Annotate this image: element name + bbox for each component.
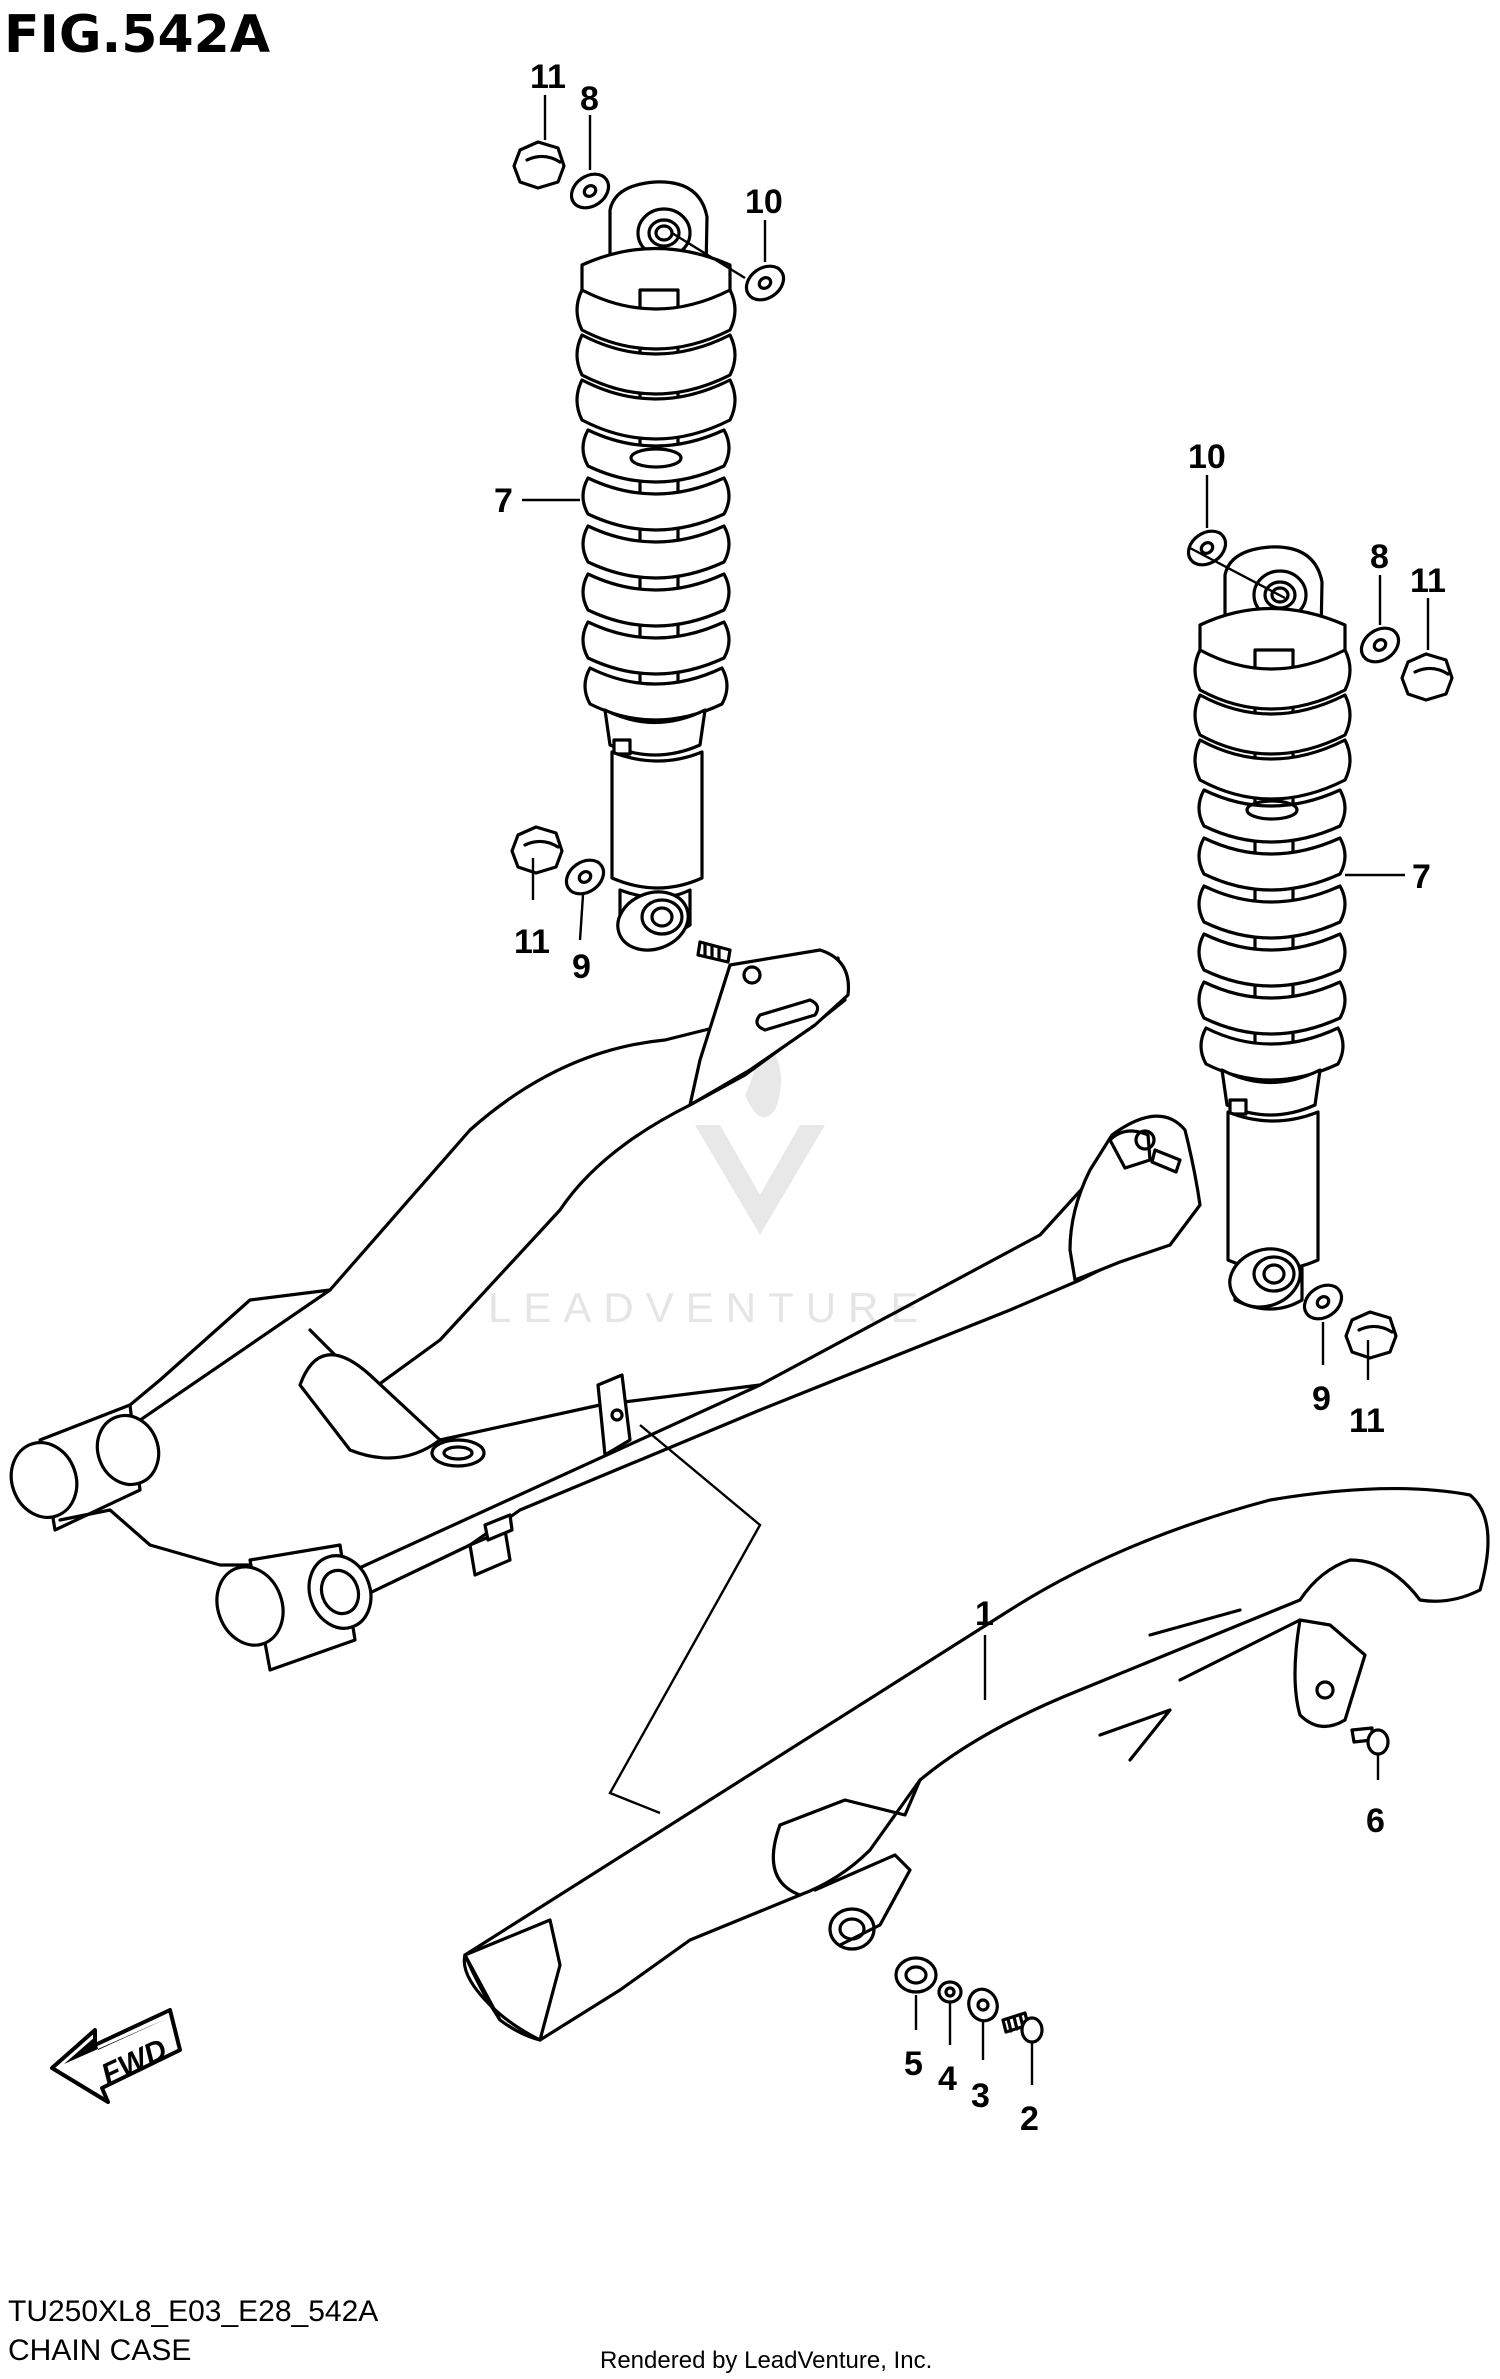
collar-5 bbox=[894, 1956, 938, 1994]
callout-11-top-left: 11 bbox=[530, 58, 566, 96]
watermark-text: LEADVENTURE bbox=[488, 1284, 930, 1331]
callout-5: 5 bbox=[904, 2045, 923, 2083]
callout-11-bottom-left: 11 bbox=[514, 923, 550, 961]
figure-name: CHAIN CASE bbox=[8, 2334, 191, 2367]
callout-8-right: 8 bbox=[1370, 538, 1389, 576]
washer-8-right bbox=[1359, 626, 1401, 664]
shock-absorber-right bbox=[1186, 529, 1454, 1360]
nut-11-top-left bbox=[512, 140, 566, 190]
washer-8-top-left bbox=[569, 172, 611, 210]
coil-spring-right bbox=[1193, 648, 1352, 1082]
figure-title: FIG.542A bbox=[4, 5, 270, 65]
shock-absorber-left bbox=[510, 140, 786, 952]
callout-8-left: 8 bbox=[580, 80, 599, 118]
callout-7-left: 7 bbox=[494, 482, 513, 520]
nut-11-bottom-left bbox=[510, 825, 564, 875]
washer-10-top-left bbox=[744, 264, 786, 302]
washer-3 bbox=[967, 1987, 999, 2023]
callout-11-top-right: 11 bbox=[1410, 562, 1446, 600]
callout-10-right: 10 bbox=[1188, 438, 1226, 476]
figure-code: TU250XL8_E03_E28_542A bbox=[8, 2295, 378, 2328]
callout-6: 6 bbox=[1366, 1802, 1385, 1840]
bolt-6 bbox=[1350, 1726, 1390, 1756]
swingarm bbox=[9, 940, 1202, 1672]
chain-case bbox=[462, 1487, 1490, 2042]
callout-4: 4 bbox=[938, 2060, 957, 2098]
washer-9-right bbox=[1302, 1283, 1344, 1321]
callout-10-left: 10 bbox=[745, 183, 783, 221]
fwd-arrow-icon: FWD bbox=[50, 2008, 182, 2104]
washer-9-left bbox=[564, 858, 606, 896]
bolt-2 bbox=[1001, 2011, 1044, 2044]
washer-10-top-right bbox=[1186, 529, 1228, 567]
watermark: LEADVENTURE bbox=[488, 1025, 930, 1331]
callout-3: 3 bbox=[971, 2077, 990, 2115]
callout-11-bottom-right: 11 bbox=[1349, 1402, 1385, 1440]
credit-text: Rendered by LeadVenture, Inc. bbox=[600, 2347, 932, 2374]
callout-1: 1 bbox=[975, 1595, 994, 1633]
callout-7-right: 7 bbox=[1412, 858, 1431, 896]
nut-11-top-right bbox=[1400, 652, 1454, 702]
callout-2: 2 bbox=[1020, 2100, 1039, 2138]
nut-11-bottom-right bbox=[1344, 1310, 1398, 1360]
callout-9-right: 9 bbox=[1312, 1380, 1331, 1418]
leader-lines bbox=[522, 95, 1430, 2085]
coil-spring-left bbox=[575, 288, 737, 722]
spacer-4 bbox=[937, 1980, 963, 2004]
callout-9-left: 9 bbox=[572, 948, 591, 986]
